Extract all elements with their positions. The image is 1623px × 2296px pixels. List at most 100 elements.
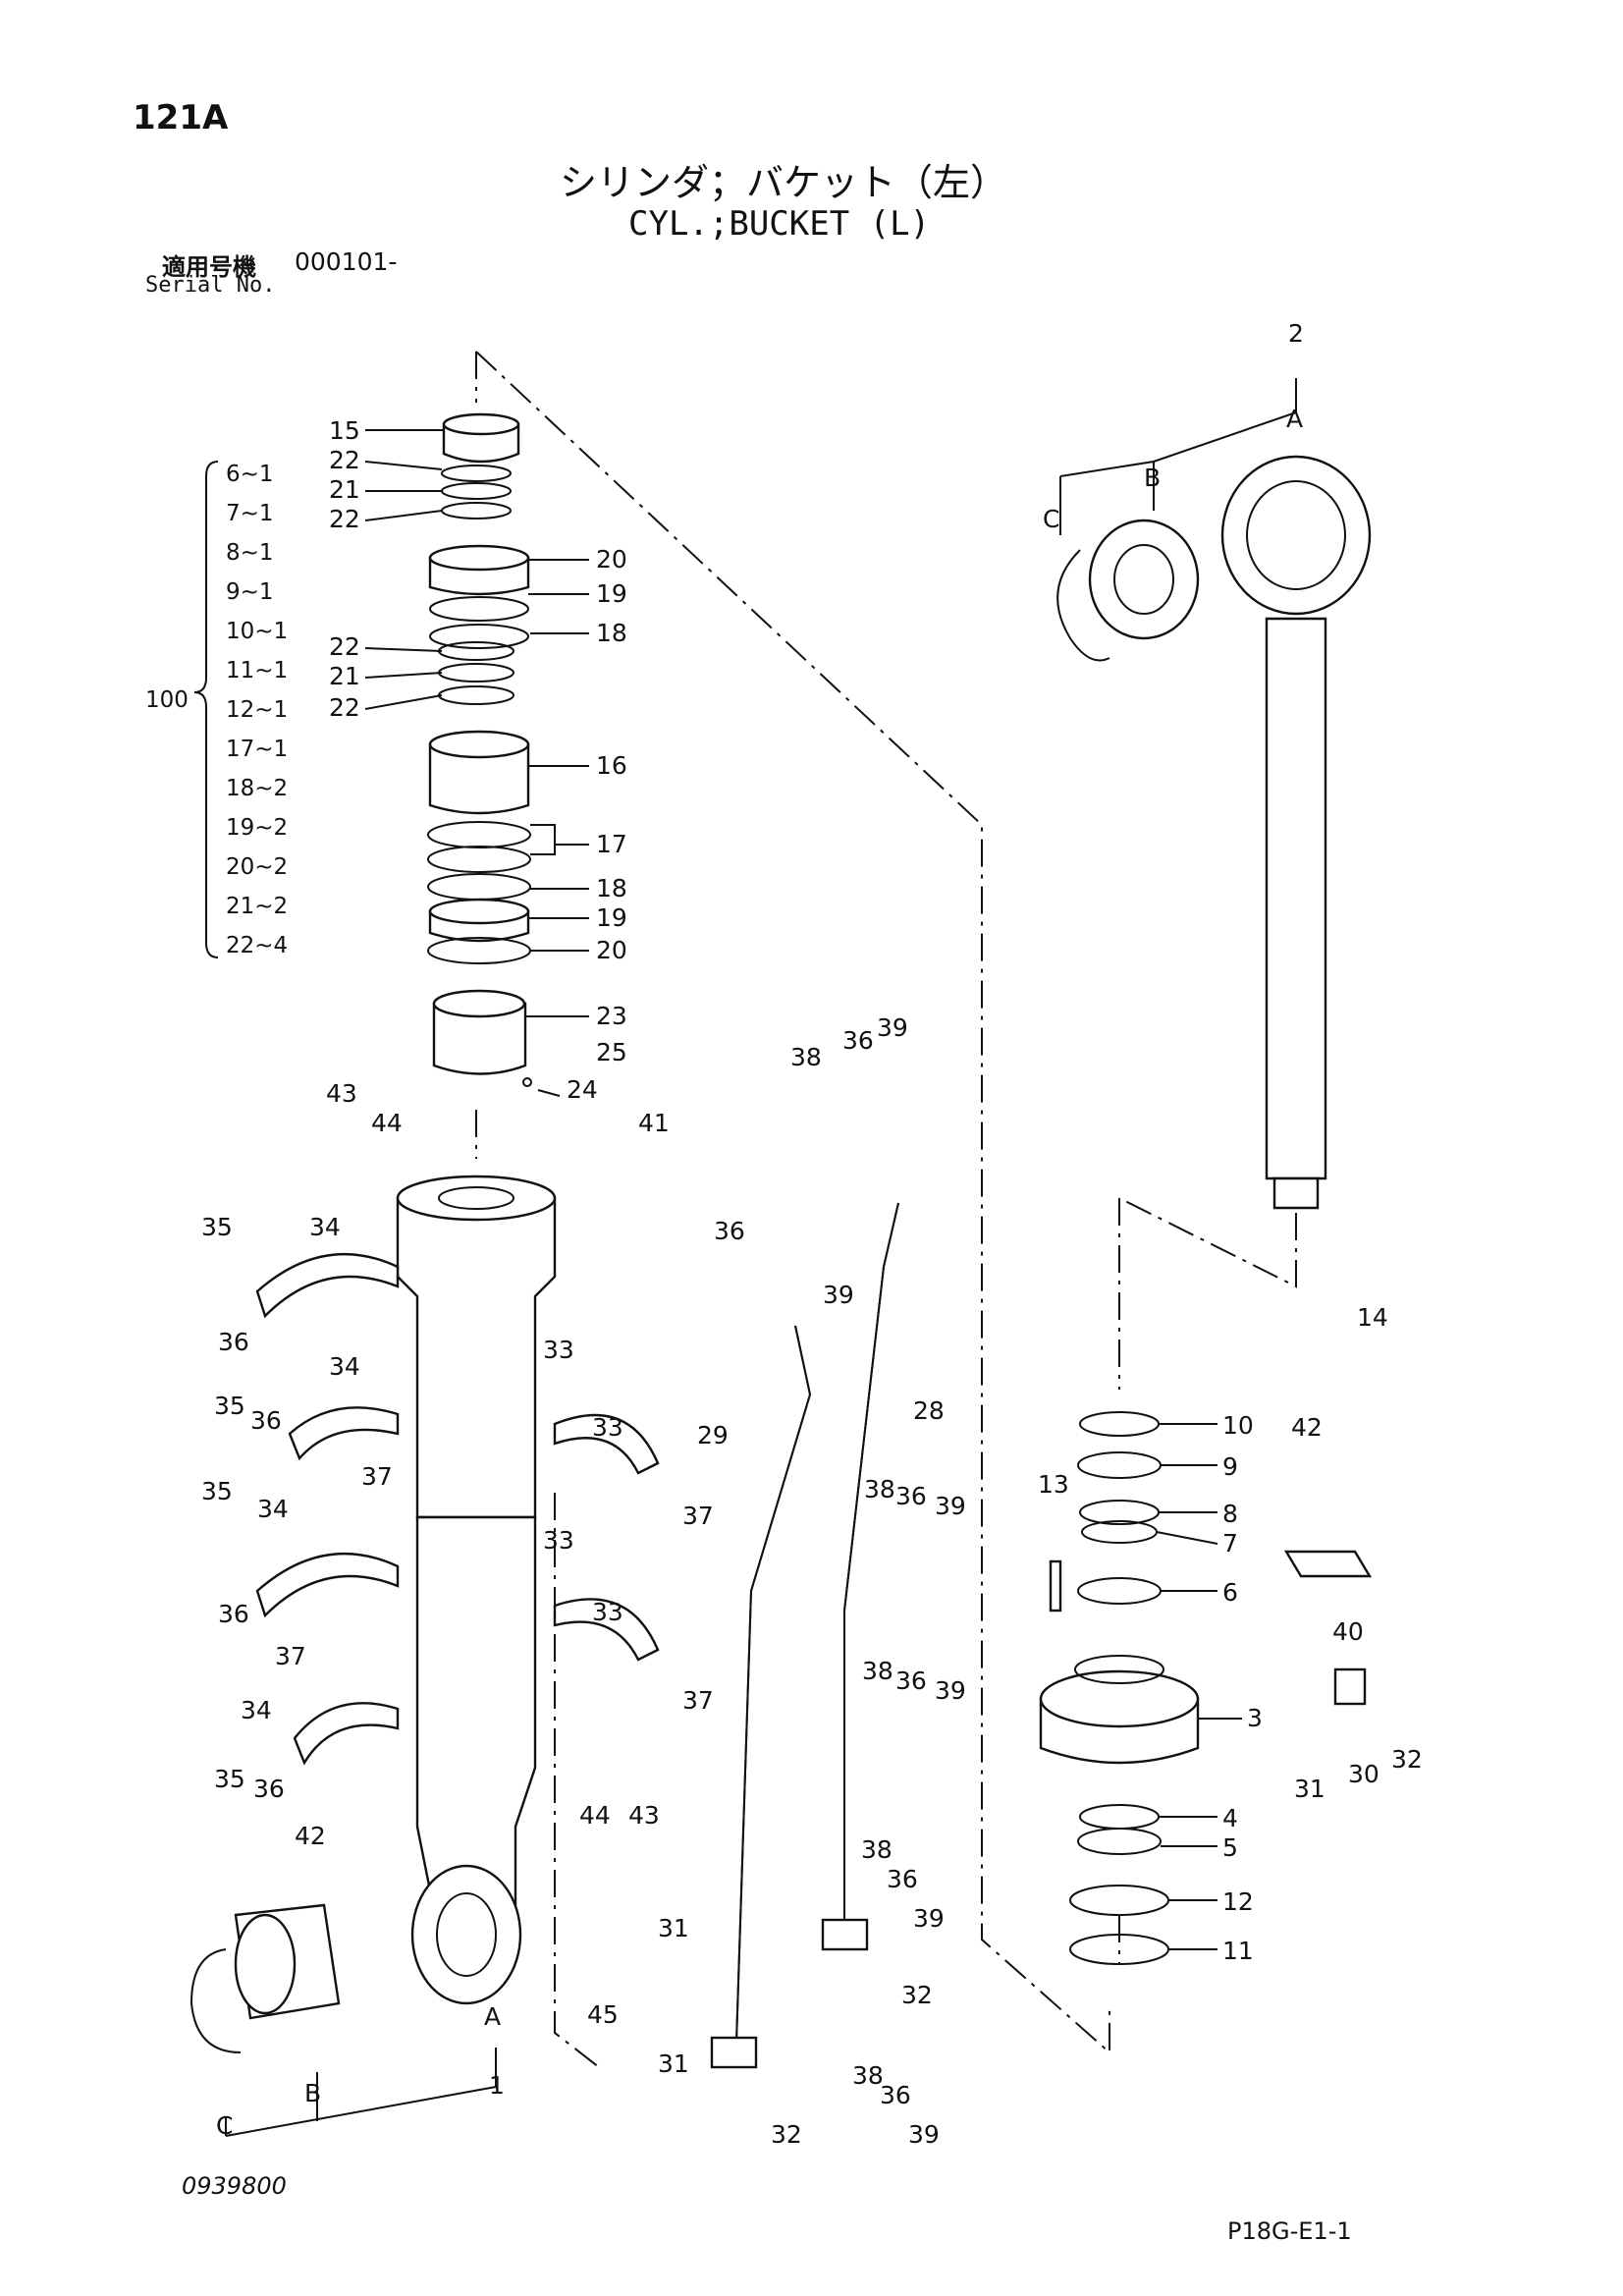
callout: 36	[218, 1328, 249, 1356]
callout: A	[1286, 405, 1303, 433]
callout: 16	[596, 751, 627, 780]
callout: 17	[596, 830, 627, 858]
callout: 14	[1357, 1303, 1388, 1332]
leader-lines	[225, 378, 1297, 2137]
callout: 12	[1222, 1887, 1254, 1916]
kit-item: 10~1	[226, 619, 288, 644]
reference-code: P18G-E1-1	[1227, 2217, 1352, 2245]
callout: 38	[862, 1657, 893, 1685]
callout: 38	[861, 1835, 893, 1864]
callout: 35	[214, 1765, 245, 1793]
callout: 19	[596, 903, 627, 932]
serial-label-japanese: 適用号機	[162, 253, 256, 281]
callout: 8	[1222, 1500, 1238, 1528]
callout: 29	[697, 1421, 729, 1449]
callout: 11	[1222, 1937, 1254, 1965]
cylinder-tube	[189, 1175, 557, 2053]
kit-item: 7~1	[226, 501, 274, 526]
kit-item: 17~1	[226, 737, 288, 762]
callout: C	[1043, 505, 1059, 533]
callout: 43	[628, 1801, 660, 1830]
kit-bracket	[193, 461, 219, 958]
callout: 9	[1222, 1452, 1238, 1481]
piston-rod	[1056, 455, 1372, 1210]
page-title-english: CYL.;BUCKET (L)	[628, 204, 931, 244]
callout: 5	[1222, 1833, 1238, 1862]
callout: 42	[1291, 1413, 1323, 1442]
callout: C	[216, 2111, 233, 2140]
callout: 37	[682, 1502, 714, 1530]
callout: 23	[596, 1002, 627, 1030]
callout: 35	[201, 1477, 233, 1505]
callout: 1	[489, 2071, 505, 2100]
callout: 37	[682, 1686, 714, 1715]
kit-items: 6~1 7~1 8~1 9~1 10~1 11~1 12~1 17~1 18~2…	[226, 462, 288, 958]
callout: 22	[329, 693, 360, 722]
packing-stack-callouts: 15 22 21 22 20 19 18 22 21 22 16 17 18 1…	[329, 416, 627, 1104]
callout: 44	[371, 1109, 403, 1137]
callout: B	[1144, 464, 1161, 492]
callout: 4	[1222, 1804, 1238, 1832]
packing-stack	[427, 412, 561, 1097]
callout: 22	[329, 505, 360, 533]
callout: 33	[592, 1413, 623, 1442]
alignment-lines	[475, 351, 1297, 2068]
kit-item: 12~1	[226, 697, 288, 723]
callout: 34	[257, 1495, 289, 1523]
callout: 34	[309, 1213, 341, 1241]
callout: 33	[543, 1336, 574, 1364]
callout: 36	[895, 1482, 927, 1510]
kit-item: 20~2	[226, 854, 288, 880]
callout: 22	[329, 632, 360, 661]
callout: 31	[658, 1914, 689, 1942]
kit-item: 22~4	[226, 933, 288, 958]
callout: 10	[1222, 1411, 1254, 1440]
callout: 35	[214, 1392, 245, 1420]
callout: 38	[852, 2061, 884, 2090]
kit-label: 100	[145, 687, 189, 713]
callout: 38	[864, 1475, 895, 1503]
callout: 32	[1391, 1745, 1423, 1774]
callout: 34	[329, 1352, 360, 1381]
callout: 30	[1348, 1760, 1380, 1788]
callout: 40	[1332, 1617, 1364, 1646]
callout: 21	[329, 475, 360, 504]
callout: 35	[201, 1213, 233, 1241]
callout: 36	[714, 1217, 745, 1245]
callout: 39	[823, 1281, 854, 1309]
callout: 32	[901, 1981, 933, 2009]
band-assemblies	[255, 1252, 660, 1766]
rod-head	[1039, 1411, 1373, 1965]
kit-item: 11~1	[226, 658, 288, 683]
page-number: 121A	[133, 98, 229, 137]
callout: 39	[935, 1492, 966, 1520]
callout: 20	[596, 936, 627, 964]
callout: B	[304, 2079, 321, 2107]
callout: 39	[908, 2120, 940, 2149]
page-title-japanese: シリンダ；バケット（左）	[560, 161, 1008, 204]
callout: 36	[253, 1775, 285, 1803]
callout: 21	[329, 662, 360, 690]
callout: 37	[361, 1462, 393, 1491]
rod-callouts: 2 A B C	[1043, 319, 1304, 533]
callout: 36	[250, 1406, 282, 1435]
tube-callouts: 43 44 35 34 36 33 35 36 34 37 33 37 35 3…	[201, 1079, 714, 2140]
callout: 18	[596, 874, 627, 902]
callout: 36	[218, 1600, 249, 1628]
callout: 22	[329, 446, 360, 474]
callout: 24	[567, 1075, 598, 1104]
callout: 36	[842, 1026, 874, 1055]
piping-callouts: 38 36 39 41 36 39 29 28 38 36 39 38 36 3…	[638, 1013, 966, 2149]
callout: 2	[1288, 319, 1304, 348]
callout: 36	[887, 1865, 918, 1893]
callout: 15	[329, 416, 360, 445]
callout: 13	[1038, 1470, 1069, 1499]
callout: 33	[543, 1526, 574, 1555]
kit-item: 18~2	[226, 776, 288, 801]
callout: 36	[895, 1667, 927, 1695]
callout: 32	[771, 2120, 802, 2149]
pipes	[710, 1202, 899, 2069]
kit-item: 6~1	[226, 462, 274, 487]
callout: 38	[790, 1043, 822, 1071]
